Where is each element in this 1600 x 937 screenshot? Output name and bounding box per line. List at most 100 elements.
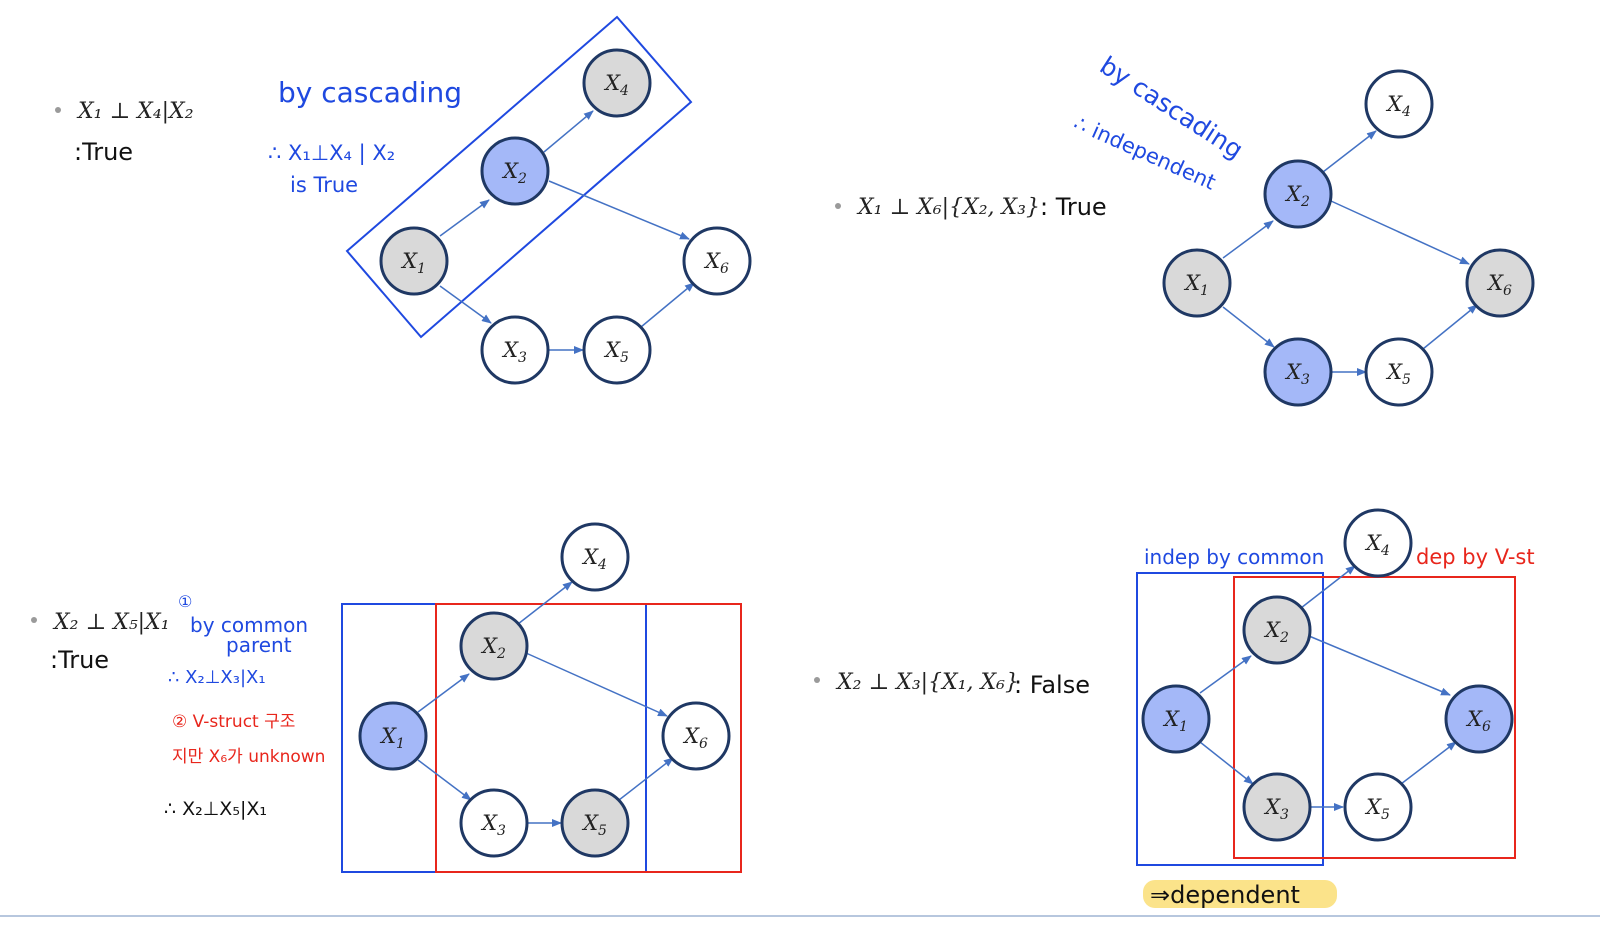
svg-text:X6: X6 xyxy=(703,249,729,277)
edge-x1-x3 xyxy=(439,285,492,324)
node-subscript: 5 xyxy=(1381,807,1390,823)
panel-1-cascade-box xyxy=(345,15,693,339)
edge-x1-x2 xyxy=(1199,655,1252,694)
dependent-highlight xyxy=(1143,880,1337,908)
edge-x2-x4 xyxy=(1322,130,1377,173)
node-x5: X5 xyxy=(560,788,630,858)
svg-text:X1: X1 xyxy=(400,249,426,277)
node-x3: X3 xyxy=(459,788,529,858)
edge-x1-x3 xyxy=(1199,741,1254,785)
node-x3: X3 xyxy=(1263,337,1333,407)
edge-x1-x2 xyxy=(1222,220,1274,259)
panel-1-note-1: by cascading xyxy=(278,76,462,109)
panel-3-statement: X₂ ⊥ X₅|X₁ xyxy=(52,610,170,635)
panel-3-note-4: ∴ X₂⊥X₃|X₁ xyxy=(168,667,266,688)
svg-text:X5: X5 xyxy=(603,338,629,366)
panel-1-note-3: is True xyxy=(290,173,358,197)
node-subscript: 3 xyxy=(1301,372,1310,388)
node-x6: X6 xyxy=(661,701,731,771)
bullet-icon xyxy=(835,203,841,209)
node-subscript: 2 xyxy=(496,646,506,662)
node-x4: X4 xyxy=(1364,69,1434,139)
node-x2: X2 xyxy=(459,611,529,681)
node-subscript: 3 xyxy=(1280,807,1289,823)
svg-text:X4: X4 xyxy=(1385,92,1411,120)
bullet-icon xyxy=(55,107,61,113)
panel-2-verdict: : True xyxy=(1040,193,1107,221)
node-x1: X1 xyxy=(358,701,428,771)
edge-x2-x6 xyxy=(525,652,668,717)
edge-x2-x6 xyxy=(548,180,690,240)
panel-2-statement: X₁ ⊥ X₆|{X₂, X₃} xyxy=(856,195,1040,220)
node-subscript: 6 xyxy=(1503,283,1512,299)
node-subscript: 6 xyxy=(720,261,729,277)
node-subscript: 2 xyxy=(1279,630,1289,646)
panel-4: X₂ ⊥ X₃|{X₁, X₆} : False indep by common… xyxy=(814,508,1535,909)
panel-3: X₂ ⊥ X₅|X₁ :True ① by common parent ∴ X₂… xyxy=(31,522,742,873)
node-x4: X4 xyxy=(560,522,630,592)
edge-x5-x6 xyxy=(1422,304,1478,350)
panel-3-note-2: by common xyxy=(190,613,308,637)
panel-1-verdict: :True xyxy=(74,138,133,166)
node-subscript: 3 xyxy=(518,350,527,366)
node-subscript: 5 xyxy=(620,350,629,366)
panel-1: X₁ ⊥ X₄|X₂ :True by cascading ∴ X₁⊥X₄ | … xyxy=(55,15,752,385)
node-x1: X1 xyxy=(1141,684,1211,754)
panel-4-note-2: dep by V-st xyxy=(1416,545,1535,569)
svg-text:X4: X4 xyxy=(603,71,629,99)
node-x2: X2 xyxy=(480,136,550,206)
node-subscript: 2 xyxy=(517,171,527,187)
node-subscript: 4 xyxy=(619,83,629,99)
svg-text:X6: X6 xyxy=(1465,707,1491,735)
svg-text:X1: X1 xyxy=(1183,271,1209,299)
node-x6: X6 xyxy=(682,226,752,296)
panel-2: X₁ ⊥ X₆|{X₂, X₃} : True by cascading ∴ i… xyxy=(835,51,1535,407)
bullet-icon xyxy=(31,617,37,623)
node-subscript: 4 xyxy=(1401,104,1411,120)
edge-x2-x6 xyxy=(1330,200,1470,265)
node-subscript: 1 xyxy=(1200,283,1209,299)
panel-3-note-1: ① xyxy=(178,592,192,611)
edge-x2-x4 xyxy=(1300,565,1356,609)
svg-text:X1: X1 xyxy=(1162,707,1188,735)
svg-text:X3: X3 xyxy=(1263,795,1289,823)
svg-text:X3: X3 xyxy=(501,338,527,366)
panel-4-statement: X₂ ⊥ X₃|{X₁, X₆} xyxy=(835,670,1019,695)
node-x5: X5 xyxy=(1364,337,1434,407)
node-subscript: 5 xyxy=(1402,372,1411,388)
svg-text:X6: X6 xyxy=(682,724,708,752)
panel-3-verdict: :True xyxy=(50,646,109,674)
edge-x2-x4 xyxy=(517,581,573,625)
panel-4-common-parent-box xyxy=(1136,572,1324,866)
panel-3-note-7: ∴ X₂⊥X₅|X₁ xyxy=(164,798,267,820)
node-x1: X1 xyxy=(1162,248,1232,318)
edge-x2-x4 xyxy=(543,110,594,153)
svg-text:X3: X3 xyxy=(1284,360,1310,388)
svg-text:X5: X5 xyxy=(581,811,607,839)
node-x2: X2 xyxy=(1263,159,1333,229)
node-subscript: 2 xyxy=(1300,194,1310,210)
node-x3: X3 xyxy=(1242,772,1312,842)
edge-x1-x3 xyxy=(1222,306,1275,348)
panel-1-note-2: ∴ X₁⊥X₄ | X₂ xyxy=(268,141,395,166)
svg-text:X5: X5 xyxy=(1364,795,1390,823)
node-subscript: 1 xyxy=(1179,719,1188,735)
node-subscript: 6 xyxy=(699,736,708,752)
bullet-icon xyxy=(814,677,820,683)
node-x6: X6 xyxy=(1444,684,1514,754)
edge-x5-x6 xyxy=(618,757,674,801)
svg-text:X1: X1 xyxy=(379,724,405,752)
node-x6: X6 xyxy=(1465,248,1535,318)
svg-text:X3: X3 xyxy=(480,811,506,839)
svg-text:X2: X2 xyxy=(501,159,527,187)
edge-x1-x2 xyxy=(439,199,490,237)
node-subscript: 6 xyxy=(1482,719,1491,735)
panel-3-note-3: parent xyxy=(226,633,292,657)
svg-text:X4: X4 xyxy=(581,545,607,573)
svg-text:X2: X2 xyxy=(1263,618,1289,646)
node-subscript: 5 xyxy=(598,823,607,839)
edge-x2-x6 xyxy=(1308,635,1451,696)
node-x5: X5 xyxy=(582,315,652,385)
node-x1: X1 xyxy=(379,226,449,296)
